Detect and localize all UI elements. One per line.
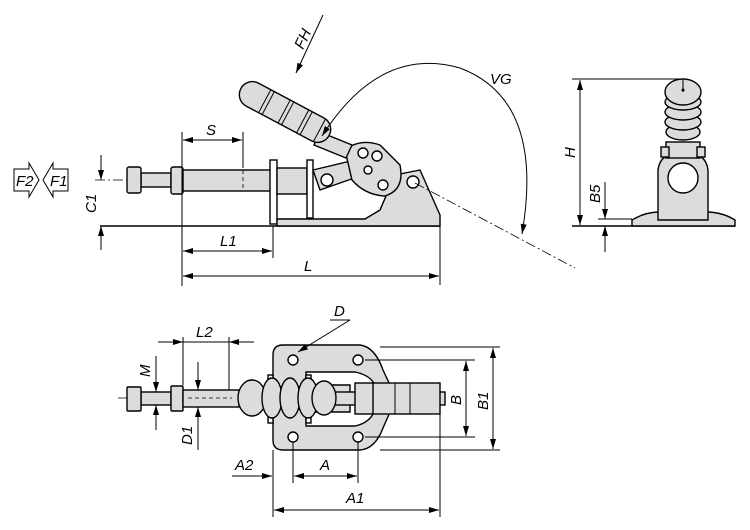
vg-arc: [321, 62, 528, 235]
dim-b1: B1: [475, 392, 492, 410]
dim-h: H: [562, 147, 579, 158]
f1-label: F1: [50, 173, 68, 190]
dim-b5: B5: [587, 184, 604, 203]
fh-label: FH: [291, 26, 315, 51]
dim-d: D: [334, 303, 345, 320]
dim-s: S: [206, 122, 216, 139]
dim-l1: L1: [220, 233, 237, 250]
force-symbols: F2 F1: [13, 161, 69, 199]
side-elevation-view: FH VG S C1 L1 L: [83, 14, 576, 286]
f2-label: F2: [16, 173, 34, 190]
end-view: H B5: [562, 78, 736, 252]
dim-a: A: [319, 457, 330, 474]
dim-b: B: [448, 395, 465, 405]
fh-arrow-icon: [295, 14, 324, 74]
dim-c1: C1: [83, 194, 100, 213]
dim-l2: L2: [196, 324, 213, 341]
dim-a2: A2: [234, 457, 254, 474]
vg-label: VG: [490, 71, 512, 88]
dim-l: L: [304, 258, 312, 275]
f1-arrow-icon: [42, 161, 69, 199]
plan-view: D L2 M D1 B B1 A2 A A1: [118, 303, 500, 517]
dim-d1: D1: [179, 426, 196, 445]
dim-m: M: [137, 364, 154, 377]
f2-arrow-icon: [13, 161, 40, 199]
dim-a1: A1: [345, 490, 364, 507]
